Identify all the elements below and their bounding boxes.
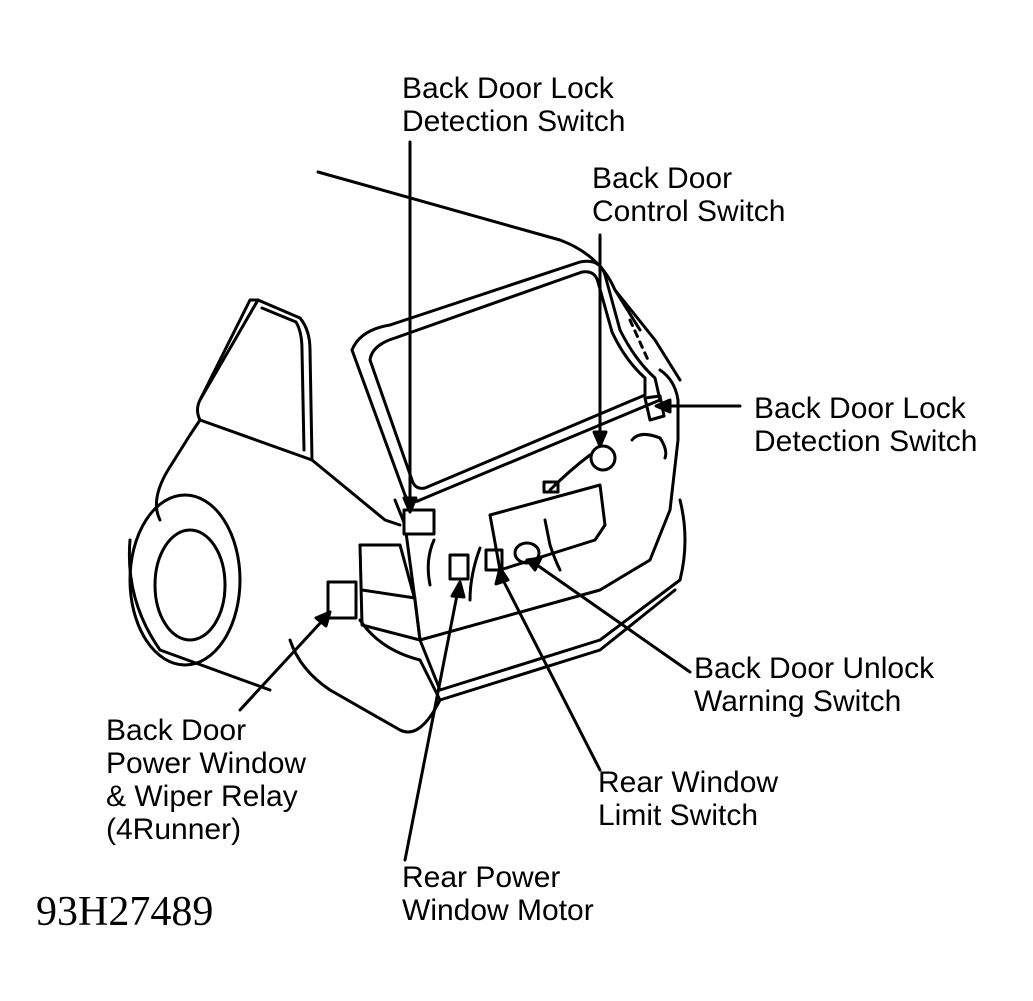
power-window-motor — [448, 553, 470, 581]
unlock-warning-switch — [513, 541, 541, 565]
label-control-switch: Back Door Control Switch — [592, 162, 786, 228]
label-rear-power-motor: Rear Power Window Motor — [402, 861, 594, 927]
leader-lines — [238, 140, 742, 862]
label-power-window-relay: Back Door Power Window & Wiper Relay (4R… — [106, 714, 307, 846]
rear-bumper — [288, 618, 442, 734]
label-rear-window-limit: Rear Window Limit Switch — [598, 766, 779, 832]
lock-detection-switch-right — [643, 394, 666, 422]
relay-box — [326, 580, 358, 620]
body-side — [154, 418, 202, 522]
label-lock-detection-top: Back Door Lock Detection Switch — [402, 72, 626, 138]
window-limit-switch — [484, 548, 504, 572]
control-switch — [589, 444, 617, 472]
side-window — [196, 298, 314, 462]
lock-detection-switch-left — [402, 508, 436, 536]
label-lock-detection-right: Back Door Lock Detection Switch — [754, 392, 978, 458]
figure-code: 93H27489 — [36, 889, 214, 935]
tail-lamp — [358, 543, 422, 642]
license-recess — [488, 483, 607, 572]
label-unlock-warning: Back Door Unlock Warning Switch — [694, 652, 935, 718]
